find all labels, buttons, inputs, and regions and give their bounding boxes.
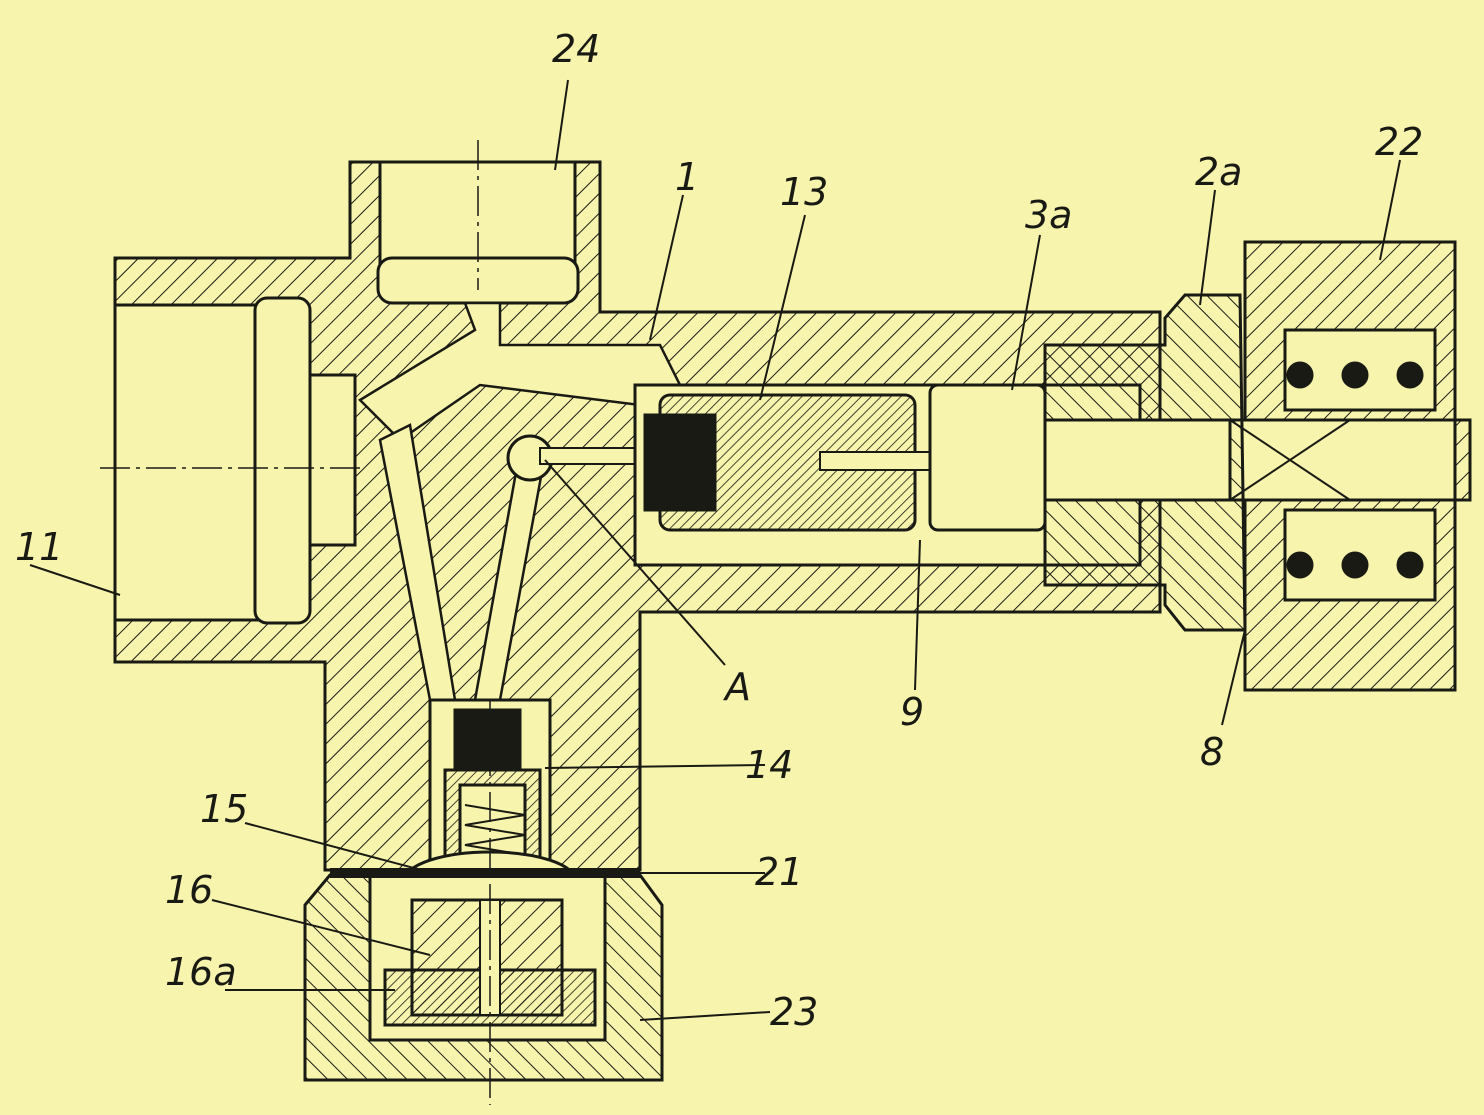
pin-3a bbox=[928, 383, 1047, 532]
label-9: 9 bbox=[900, 690, 924, 734]
label-16a: 16a bbox=[165, 950, 237, 994]
spring-coils-22 bbox=[1286, 361, 1424, 579]
label-22: 22 bbox=[1375, 120, 1423, 164]
nut-2a bbox=[1043, 293, 1247, 632]
seal-13 bbox=[643, 413, 717, 512]
label-11: 11 bbox=[15, 525, 63, 569]
seal-21 bbox=[330, 868, 640, 878]
stem-8 bbox=[1043, 418, 1472, 502]
label-16: 16 bbox=[165, 868, 213, 912]
label-A: A bbox=[722, 665, 751, 709]
label-21: 21 bbox=[755, 850, 803, 894]
label-2a: 2a bbox=[1195, 150, 1242, 194]
label-24: 24 bbox=[552, 27, 600, 71]
bore-plug bbox=[253, 296, 312, 625]
label-1: 1 bbox=[675, 155, 699, 199]
label-3a: 3a bbox=[1025, 193, 1072, 237]
label-23: 23 bbox=[770, 990, 818, 1034]
label-15: 15 bbox=[200, 787, 248, 831]
seal-14 bbox=[453, 708, 522, 772]
label-8: 8 bbox=[1200, 730, 1224, 774]
label-14: 14 bbox=[745, 743, 793, 787]
label-13: 13 bbox=[780, 170, 828, 214]
